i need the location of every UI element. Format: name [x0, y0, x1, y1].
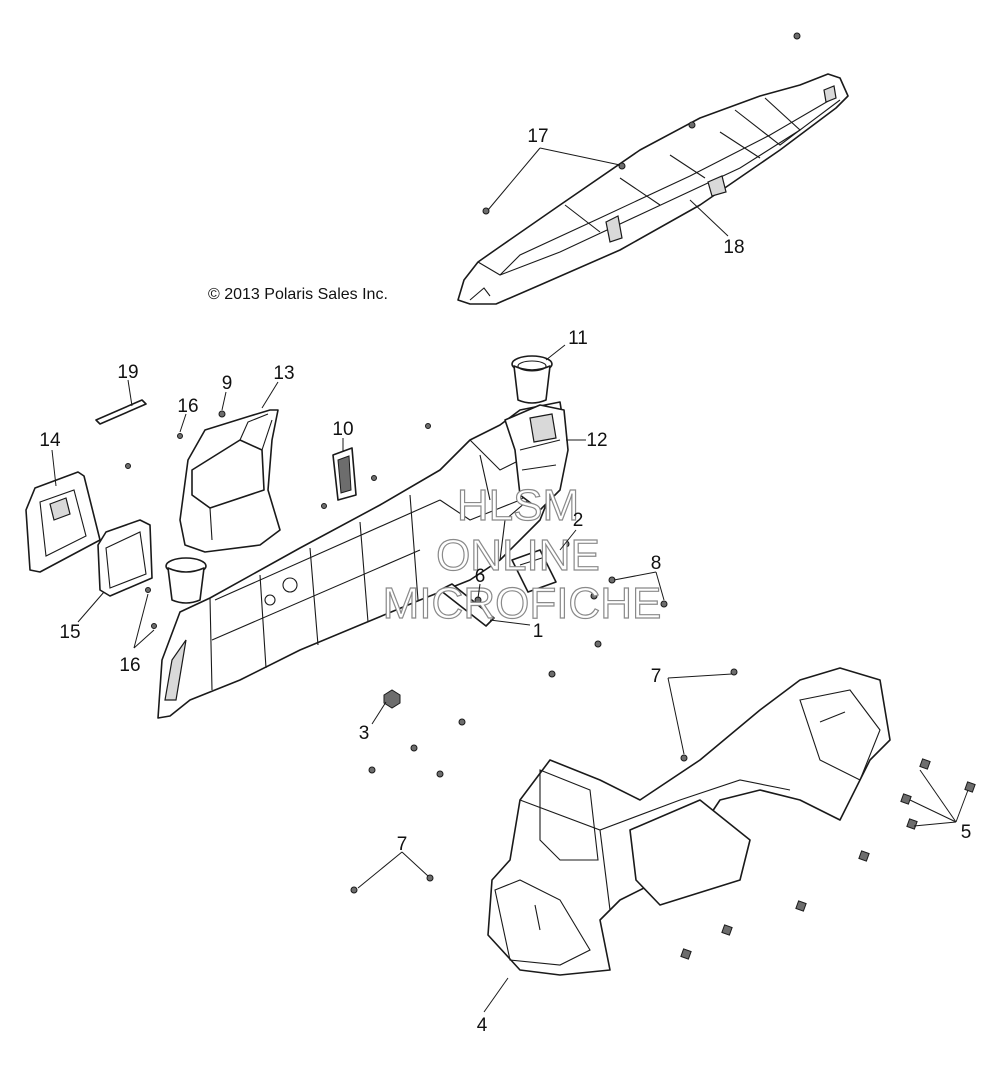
watermark-line-1: HLSM [457, 481, 579, 530]
callout-3: 3 [359, 723, 370, 744]
callout-7-left: 7 [397, 834, 408, 855]
bracket-part-6 [439, 583, 495, 627]
callout-labels: 17 18 11 19 9 13 16 14 10 12 2 6 8 1 15 … [39, 126, 971, 1036]
cup-holder-left [165, 557, 207, 604]
callout-10: 10 [332, 419, 353, 440]
callout-7-right: 7 [651, 666, 662, 687]
trim-strip-part-19 [95, 399, 147, 425]
bracket-part-2 [511, 549, 557, 593]
clips-part-5 [680, 758, 976, 960]
callout-6: 6 [475, 566, 486, 587]
callout-17: 17 [527, 126, 548, 147]
callout-5: 5 [961, 822, 972, 843]
callout-18: 18 [723, 237, 744, 258]
callout-11: 11 [568, 328, 588, 349]
upper-dash-panel-part-18 [457, 73, 849, 305]
callout-1: 1 [533, 621, 544, 642]
cup-holder-part-11 [511, 355, 553, 404]
watermark-line-2: ONLINE [436, 531, 600, 580]
callout-16-top: 16 [177, 396, 198, 417]
callout-4: 4 [477, 1015, 488, 1036]
gasket-part-15 [97, 519, 153, 597]
callout-2: 2 [573, 510, 584, 531]
watermark-line-3: MICROFICHE [383, 579, 662, 628]
callout-12: 12 [586, 430, 607, 451]
copyright-notice: © 2013 Polaris Sales Inc. [208, 286, 388, 303]
callout-16-bottom: 16 [119, 655, 140, 676]
frame-part-14 [25, 471, 101, 573]
callout-15: 15 [59, 622, 80, 643]
storage-bin-part-13 [179, 409, 281, 553]
fasteners [125, 410, 738, 894]
vent-part-10 [332, 447, 357, 501]
callout-19: 19 [117, 362, 138, 383]
center-bezel-part-12 [504, 404, 569, 511]
callout-14: 14 [39, 430, 61, 451]
callout-8: 8 [651, 553, 662, 574]
leader-lines [51, 147, 969, 1013]
callout-9: 9 [222, 373, 233, 394]
watermark: HLSM ONLINE MICROFICHE [382, 480, 662, 628]
lower-dash-part-4 [487, 667, 891, 976]
callout-13: 13 [273, 363, 294, 384]
push-rivets-part-17 [482, 32, 801, 215]
